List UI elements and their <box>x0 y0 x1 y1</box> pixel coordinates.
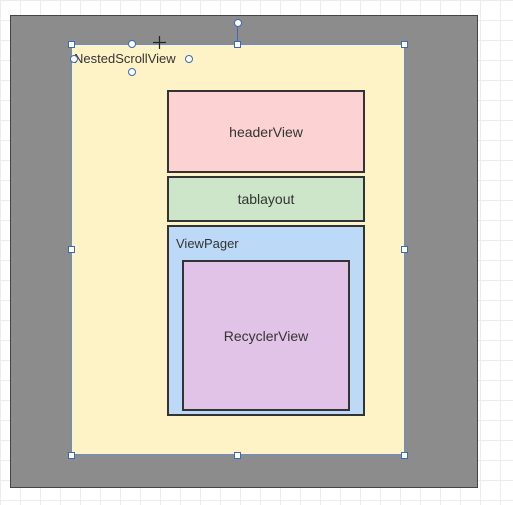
resize-handle-top-center[interactable] <box>234 41 241 48</box>
view-pager-label: ViewPager <box>176 236 239 251</box>
resize-handle-top-left[interactable] <box>68 41 75 48</box>
nested-scroll-view-label[interactable]: NestedScrollView <box>74 51 176 66</box>
resize-handle-bottom-center[interactable] <box>234 452 241 459</box>
rotation-handle-line <box>237 27 238 44</box>
resize-handle-middle-right[interactable] <box>401 246 408 253</box>
label-handle-top[interactable] <box>128 40 136 48</box>
tab-layout-box[interactable]: tablayout <box>167 176 365 222</box>
header-view-box[interactable]: headerView <box>167 90 365 173</box>
header-view-label: headerView <box>229 123 303 140</box>
resize-handle-top-right[interactable] <box>401 41 408 48</box>
label-handle-right[interactable] <box>185 55 193 63</box>
resize-handle-middle-left[interactable] <box>68 246 75 253</box>
label-handle-bottom[interactable] <box>128 68 136 76</box>
recycler-view-box[interactable]: RecyclerView <box>182 260 350 411</box>
tab-layout-label: tablayout <box>237 191 295 207</box>
resize-handle-bottom-left[interactable] <box>68 452 75 459</box>
move-cursor-icon <box>153 36 166 49</box>
recycler-view-label: RecyclerView <box>223 327 309 344</box>
rotation-handle[interactable] <box>234 19 242 27</box>
resize-handle-bottom-right[interactable] <box>401 452 408 459</box>
label-handle-left[interactable] <box>70 55 78 63</box>
